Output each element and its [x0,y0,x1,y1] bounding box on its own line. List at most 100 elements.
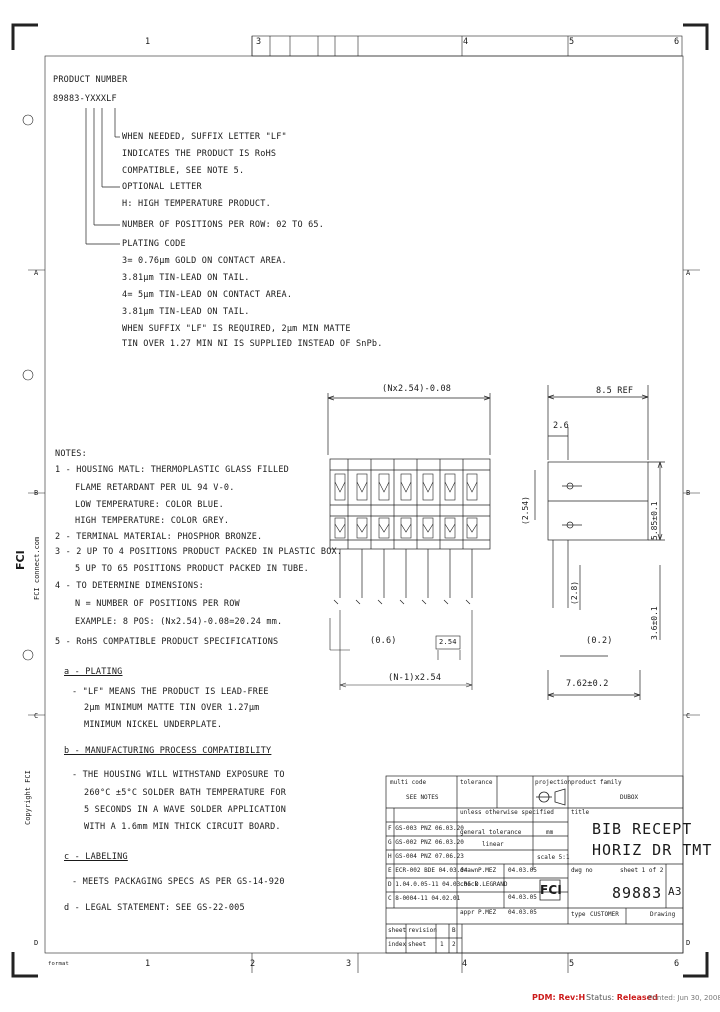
pn-plating-line-1: PLATING CODE [122,239,186,249]
note-line: b - MANUFACTURING PROCESS COMPATIBILITY [64,746,272,756]
tb-check-name: D.LEGRAND [475,881,508,888]
zone-label-left-d: D [34,939,39,947]
tb-appr-label: appr [460,909,475,916]
notes-heading: NOTES: [55,449,87,459]
zone-label-top-6: 6 [674,37,680,47]
tb-appr-date: 04.03.05 [508,909,537,916]
dim-pitch: 2.54 [439,638,457,646]
note-line: 2µm MINIMUM MATTE TIN OVER 1.27µm [84,703,260,713]
punch-hole [22,114,34,126]
note-line: - "LF" MEANS THE PRODUCT IS LEAD-FREE [72,687,269,697]
punch-hole [22,369,34,381]
note-line: 1 - HOUSING MATL: THERMOPLASTIC GLASS FI… [55,465,289,475]
note-line: LOW TEMPERATURE: COLOR BLUE. [75,500,224,510]
title-block-logo [539,879,561,901]
zone-label-top-5: 5 [569,37,575,47]
zone-label-left-a: A [34,269,39,277]
dim-side-height: 5.85±0.1 [650,501,659,540]
zone-label-bottom-5: 5 [569,959,575,969]
website-label: FCI connect.com [33,536,41,600]
note-line: 260°C ±5°C SOLDER BATH TEMPERATURE FOR [84,788,287,798]
corner-mark-tl [11,23,38,50]
title-block-grid [385,775,684,954]
tb-tolerance-label: tolerance [460,779,493,786]
note-line: HIGH TEMPERATURE: COLOR GREY. [75,516,230,526]
zone-label-right-b: B [686,489,691,497]
tb-scale: scale 5:1 [537,854,570,861]
status-label: Status: [586,993,615,1002]
zone-label-bottom-4: 4 [462,959,468,969]
pn-suffix-line-3: COMPATIBLE, SEE NOTE 5. [122,166,245,176]
note-line: N = NUMBER OF POSITIONS PER ROW [75,599,240,609]
note-line: 4 - TO DETERMINE DIMENSIONS: [55,581,204,591]
side-view [534,385,665,700]
tb-index-label: index [388,941,407,948]
dim-side-ref: 8.5 REF [596,386,634,396]
pn-suffix-line-1: WHEN NEEDED, SUFFIX LETTER "LF" [122,132,287,142]
tb-rev-row: C 8-0004-11 04.02.01 [388,895,461,902]
pn-positions-line: NUMBER OF POSITIONS PER ROW: 02 TO 65. [122,220,325,230]
tb-unit: mm [546,829,554,836]
fci-side-logo: FCI [14,550,27,570]
tb-type-label: type [571,911,586,918]
dim-left-offset: (0.6) [370,636,397,646]
pn-plating-line-6: WHEN SUFFIX "LF" IS REQUIRED, 2µm MIN MA… [122,324,351,334]
front-bottom-dims [329,610,473,690]
corner-mark-tr [683,23,709,50]
tb-multi-code-label: multi code [390,779,427,786]
pn-suffix-line-2: INDICATES THE PRODUCT IS RoHS [122,149,277,159]
zone-label-right-c: C [686,712,691,720]
note-line: 2 - TERMINAL MATERIAL: PHOSPHOR BRONZE. [55,532,263,542]
note-line: d - LEGAL STATEMENT: SEE GS-22-005 [64,903,245,913]
front-view [327,393,491,550]
zone-label-right-a: A [686,269,691,277]
tb-drawn-name: P.MEZ [478,867,497,874]
tb-index-2: 2 [452,941,456,948]
tb-drawn-label: drawn [460,867,479,874]
tb-index-sheet: sheet [408,941,427,948]
zone-label-top-1: 1 [145,37,151,47]
dim-side-bottom: 7.62±0.2 [566,679,609,689]
projection-symbol [536,788,566,806]
tb-drawn-date: 04.03.05 [508,867,537,874]
tb-tolerance-note: unless otherwise specified [460,809,554,816]
copyright-label: Copyright FCI [24,770,32,825]
corner-mark-br [683,952,709,978]
status-line: Status: Released [586,993,658,1002]
tb-type-kind: Drawing [650,911,676,918]
note-line: EXAMPLE: 8 POS: (Nx2.54)-0.08=20.24 mm. [75,617,283,627]
zone-label-bottom-6: 6 [674,959,680,969]
dim-pitch-total: (N-1)x2.54 [388,673,442,683]
pn-plating-line-4: 4= 5µm TIN-LEAD ON CONTACT AREA. [122,290,293,300]
note-line: 5 - RoHS COMPATIBLE PRODUCT SPECIFICATIO… [55,637,279,647]
zone-label-top-4: 4 [463,37,469,47]
part-number-leaders [85,108,120,245]
pn-plating-line-5: 3.81µm TIN-LEAD ON TAIL. [122,307,250,317]
corner-mark-bl [11,952,38,978]
tb-title-line-2: HORIZ DR TMT [592,841,713,859]
tb-sheet-label: sheet 1 of 2 [620,867,664,874]
zone-label-right-d: D [686,939,691,947]
note-line: FLAME RETARDANT PER UL 94 V-0. [75,483,235,493]
note-line: - THE HOUSING WILL WITHSTAND EXPOSURE TO [72,770,285,780]
tb-index-1: 1 [440,941,444,948]
note-line: MINIMUM NICKEL UNDERPLATE. [84,720,223,730]
note-line: - MEETS PACKAGING SPECS AS PER GS-14-920 [72,877,285,887]
tb-multi-code-value: SEE NOTES [406,794,439,801]
tb-general-tolerance: general tolerance [460,829,522,836]
punch-hole [22,649,34,661]
tb-revision-value: B [452,927,456,934]
note-line: WITH A 1.6mm MIN THICK CIRCUIT BOARD. [84,822,281,832]
tb-dwg-no-label: dwg no [571,867,593,874]
note-line: a - PLATING [64,667,123,677]
tb-dwg-no: 89883 [612,884,663,902]
zone-label-left-b: B [34,489,39,497]
tb-family-label: product family [571,779,622,786]
tb-appr-name: P.MEZ [478,909,497,916]
top-revision-grid [251,35,683,57]
tb-title-label: title [571,809,590,816]
tb-rev-row: H GS-004 PNZ 07.06.23 [388,853,464,860]
front-pins [333,549,473,605]
